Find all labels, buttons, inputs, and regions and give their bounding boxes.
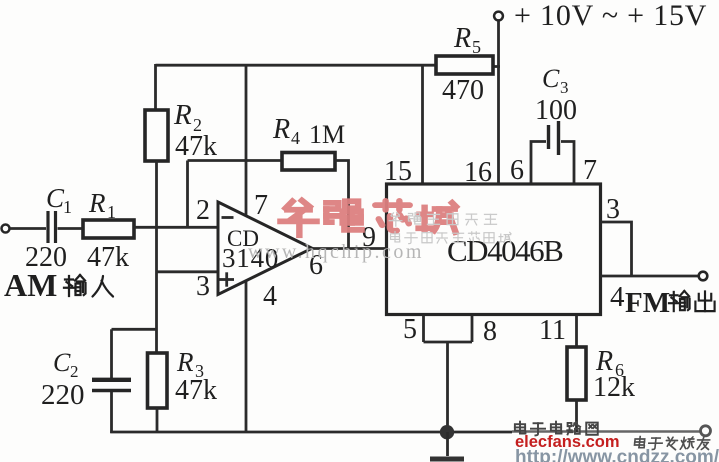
svg-text:4: 4 (610, 281, 625, 313)
svg-text:R: R (176, 347, 194, 377)
svg-text:2: 2 (193, 115, 202, 135)
svg-text:7: 7 (254, 190, 268, 221)
svg-text:6: 6 (510, 155, 524, 186)
svg-text:R: R (88, 188, 106, 218)
svg-text:3: 3 (195, 361, 204, 381)
svg-text:3: 3 (560, 78, 569, 97)
svg-text:220: 220 (25, 242, 67, 273)
svg-text:11: 11 (539, 315, 566, 346)
svg-text:9: 9 (362, 222, 376, 253)
svg-text:3: 3 (606, 194, 620, 225)
svg-text:AM: AM (4, 267, 57, 303)
svg-text:5: 5 (403, 314, 417, 345)
svg-text:FM: FM (625, 287, 670, 319)
svg-text:7: 7 (583, 155, 597, 186)
svg-text:+ 10V ~ + 15V: + 10V ~ + 15V (514, 0, 707, 32)
svg-text:16: 16 (464, 157, 492, 188)
svg-text:47k: 47k (175, 131, 217, 162)
svg-text:1: 1 (63, 197, 72, 217)
svg-text:12k: 12k (593, 372, 635, 403)
svg-text:http://www.cndzz.com/: http://www.cndzz.com/ (515, 447, 719, 462)
svg-text:C: C (53, 348, 71, 377)
svg-text:1M: 1M (309, 120, 345, 149)
svg-text:8: 8 (483, 316, 497, 347)
svg-text:47k: 47k (175, 375, 217, 406)
svg-text:R: R (453, 23, 471, 54)
svg-text:1: 1 (107, 202, 116, 222)
svg-text:C: C (542, 64, 560, 93)
svg-text:6: 6 (615, 360, 624, 380)
svg-text:2: 2 (196, 195, 210, 226)
svg-text:www.hqchip.com: www.hqchip.com (248, 241, 424, 263)
svg-text:elecfans.com: elecfans.com (515, 433, 620, 451)
svg-text:5: 5 (472, 37, 481, 57)
svg-text:15: 15 (384, 156, 412, 187)
svg-text:47k: 47k (87, 242, 129, 273)
svg-text:3: 3 (196, 271, 210, 302)
svg-text:C: C (46, 183, 65, 213)
svg-text:R: R (272, 114, 290, 145)
svg-text:470: 470 (442, 75, 484, 106)
svg-text:220: 220 (41, 379, 85, 411)
svg-text:R: R (173, 99, 192, 131)
svg-text:4: 4 (291, 128, 300, 148)
svg-text:2: 2 (70, 362, 79, 381)
svg-text:3140: 3140 (222, 243, 279, 273)
svg-text:4: 4 (263, 281, 277, 312)
svg-text:100: 100 (535, 95, 577, 126)
svg-text:R: R (595, 346, 613, 377)
svg-text:6: 6 (309, 250, 323, 281)
svg-text:CD: CD (227, 226, 259, 251)
